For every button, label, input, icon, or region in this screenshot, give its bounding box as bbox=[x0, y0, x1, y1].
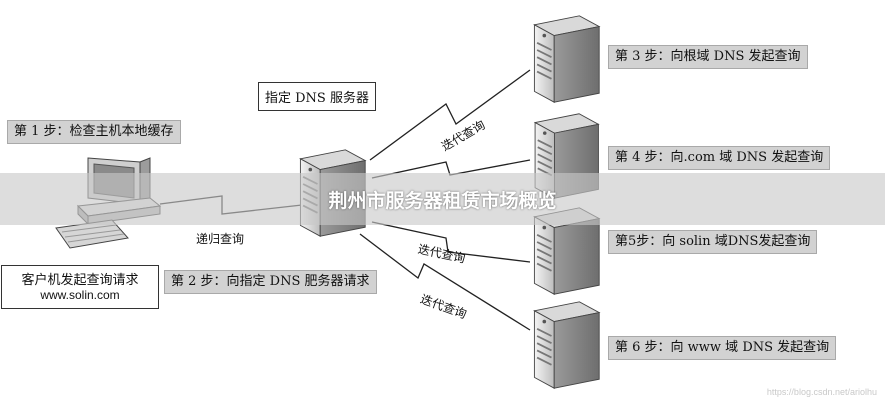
client-domain-label: www.solin.com bbox=[40, 288, 120, 302]
root-dns-server-icon bbox=[533, 14, 601, 104]
dns-server-title: 指定 DNS 服务器 bbox=[258, 82, 376, 111]
client-request-box: 客户机发起查询请求 www.solin.com bbox=[1, 265, 159, 309]
title-banner: 荆州市服务器租赁市场概览 bbox=[0, 173, 885, 225]
step1-label: 第 1 步：检查主机本地缓存 bbox=[7, 120, 181, 144]
link-dns-com bbox=[371, 159, 531, 179]
step5-label: 第5步：向 solin 域DNS发起查询 bbox=[608, 230, 818, 254]
banner-title: 荆州市服务器租赁市场概览 bbox=[328, 189, 557, 212]
link-dns-root bbox=[369, 69, 531, 161]
www-dns-server-icon bbox=[533, 300, 601, 390]
step3-label: 第 3 步：向根域 DNS 发起查询 bbox=[608, 45, 808, 69]
step2-label: 第 2 步：向指定 DNS 肥务器请求 bbox=[164, 270, 377, 294]
step4-label: 第 4 步：向.com 域 DNS 发起查询 bbox=[608, 146, 831, 170]
client-request-label: 客户机发起查询请求 bbox=[21, 273, 139, 288]
recursive-query-label: 递归查询 bbox=[196, 232, 245, 246]
step6-label: 第 6 步：向 www 域 DNS 发起查询 bbox=[608, 336, 837, 360]
link-dns-www bbox=[359, 233, 531, 331]
watermark: https://blog.csdn.net/ariolhu bbox=[766, 387, 877, 397]
link-dns-solin bbox=[371, 221, 531, 263]
